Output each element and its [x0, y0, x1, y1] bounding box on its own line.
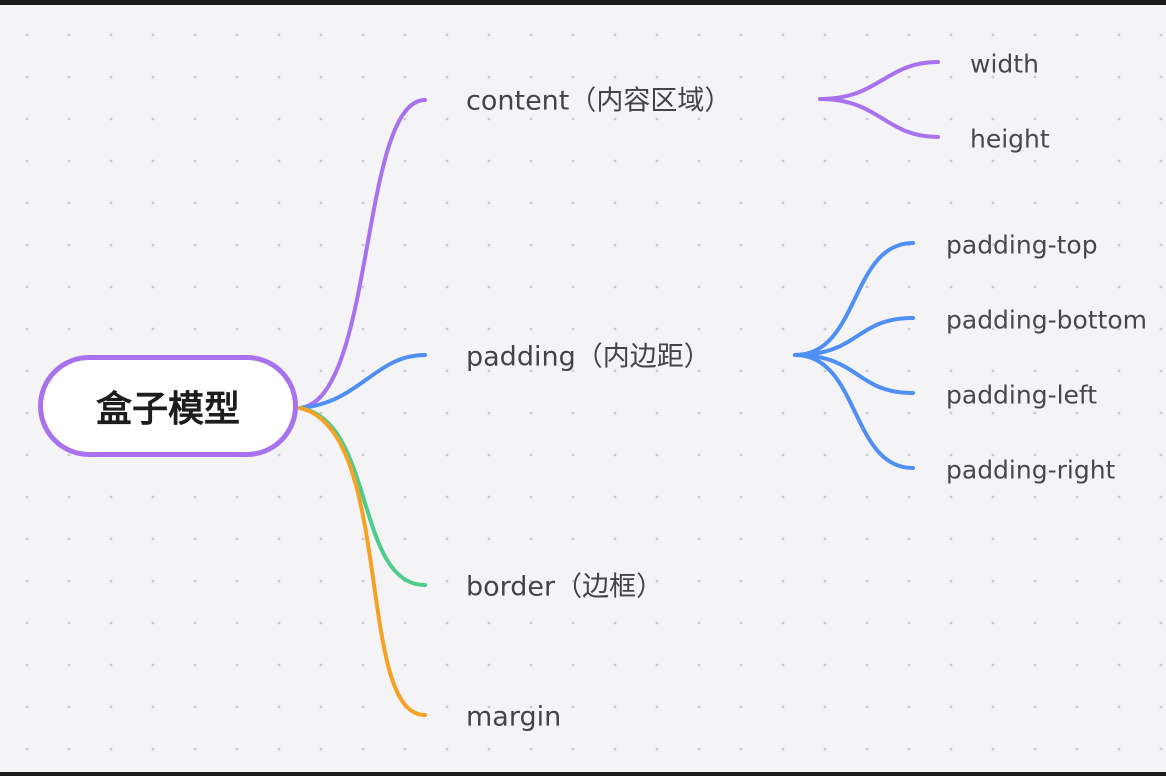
- link-width: [818, 60, 940, 101]
- link-padding-bottom: [793, 316, 915, 357]
- branch-margin[interactable]: margin: [466, 701, 562, 733]
- leaf-padding-bottom[interactable]: padding-bottom: [946, 305, 1148, 335]
- bottom-frame-bar: [0, 772, 1166, 776]
- leaf-width[interactable]: width: [970, 49, 1039, 79]
- link-content: [298, 98, 427, 410]
- branch-padding[interactable]: padding（内边距）: [466, 341, 711, 373]
- link-padding: [298, 353, 427, 410]
- leaf-padding-right[interactable]: padding-right: [946, 455, 1116, 485]
- link-margin: [298, 406, 427, 717]
- link-height: [818, 97, 940, 139]
- leaf-padding-top[interactable]: padding-top: [946, 230, 1098, 260]
- leaf-height[interactable]: height: [970, 124, 1050, 154]
- link-padding-left: [793, 353, 915, 395]
- root-node[interactable]: 盒子模型: [38, 355, 298, 457]
- branch-content[interactable]: content（内容区域）: [466, 85, 732, 117]
- link-padding-top: [793, 241, 915, 357]
- top-frame-bar: [0, 0, 1166, 5]
- link-border: [298, 406, 427, 587]
- branch-border[interactable]: border（边框）: [466, 571, 664, 603]
- link-padding-right: [793, 353, 915, 470]
- leaf-padding-left[interactable]: padding-left: [946, 380, 1098, 410]
